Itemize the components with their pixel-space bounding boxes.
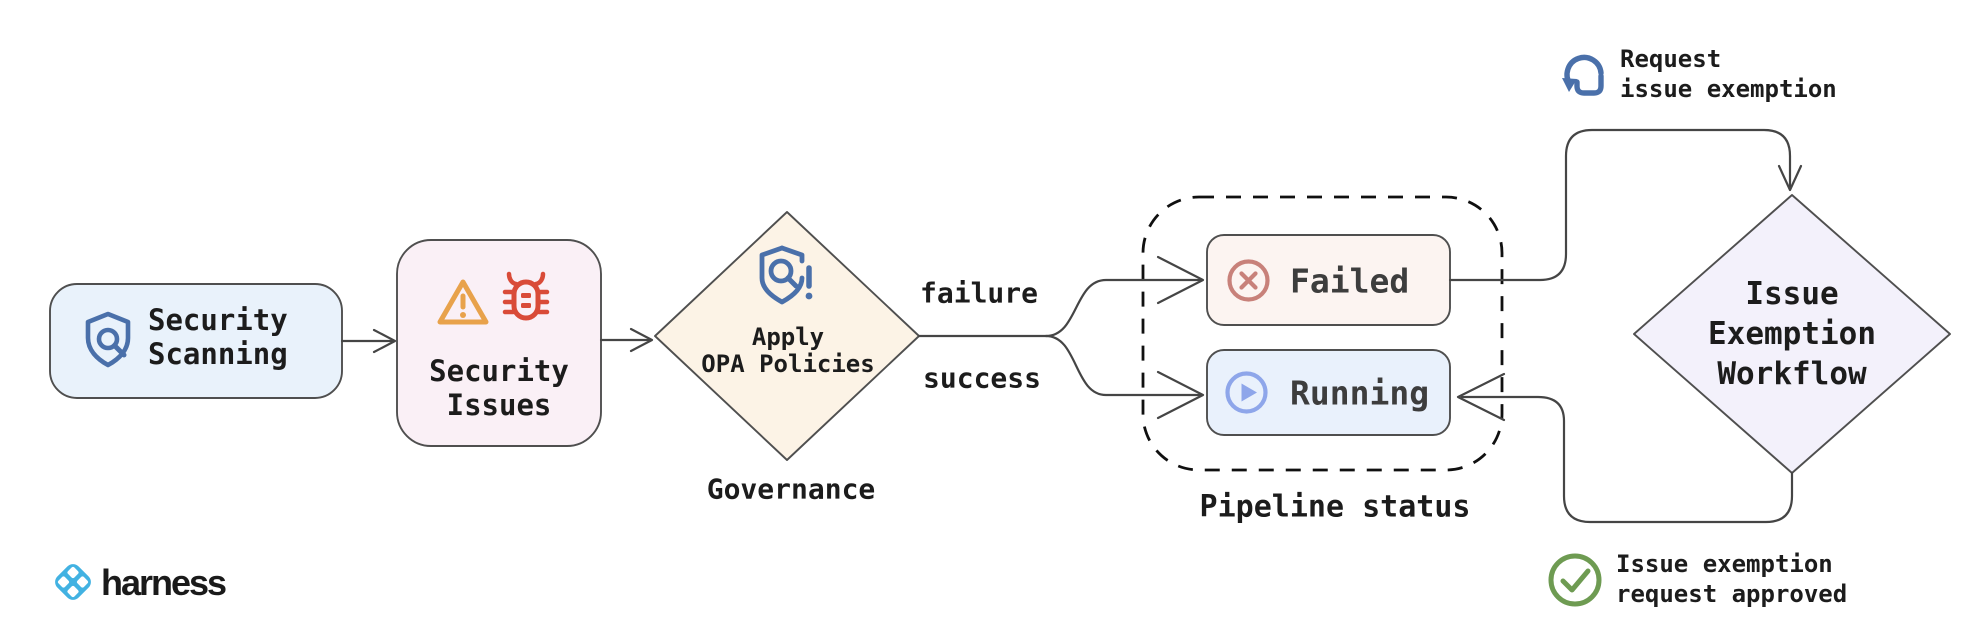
edge-success-branch <box>1044 334 1202 397</box>
bug-icon <box>502 271 550 321</box>
arrowhead-failure-branch <box>1156 255 1205 305</box>
security-scanning-label: Security Scanning <box>148 303 288 371</box>
pipeline-status-caption: Pipeline status <box>1199 489 1471 525</box>
edge-failed-to-exemption <box>1448 128 1792 282</box>
running-play-icon <box>1225 371 1268 414</box>
request-gesture-icon <box>1562 54 1604 96</box>
request-exemption-line1: Request <box>1620 45 1722 73</box>
security-issues-node <box>396 239 602 447</box>
harness-logo-icon <box>55 564 91 600</box>
warning-icon <box>437 279 489 325</box>
approved-note: Issue exemption request approved <box>1616 549 1847 609</box>
failed-label: Failed <box>1290 261 1410 301</box>
issue-exemption-diamond-node <box>1633 194 1951 474</box>
failed-x-icon <box>1227 259 1270 302</box>
pipeline-status-container <box>1141 195 1504 472</box>
approved-note-line2: request approved <box>1616 580 1848 608</box>
arrowhead-exemption-to-running <box>1456 372 1506 422</box>
approved-note-line1: Issue exemption <box>1616 550 1833 578</box>
running-label: Running <box>1290 373 1430 413</box>
running-status-node <box>1206 349 1451 436</box>
apply-opa-line2: OPA Policies <box>701 350 875 378</box>
security-issues-label: Security Issues <box>429 354 569 422</box>
failure-edge-label: failure <box>919 276 1039 310</box>
approved-check-icon <box>1548 553 1602 607</box>
request-exemption-note: Request issue exemption <box>1620 44 1837 104</box>
governance-caption: Governance <box>706 472 876 506</box>
harness-logo-text: harness <box>101 562 227 603</box>
security-scanning-line1: Security <box>148 303 288 337</box>
issue-exemption-label: Issue Exemption Workflow <box>1708 274 1876 394</box>
arrowhead-failed-to-exemption <box>1777 164 1803 192</box>
issue-exemption-line2: Exemption <box>1708 316 1876 352</box>
security-issues-line2: Issues <box>446 388 552 422</box>
arrowhead-success-branch <box>1156 370 1205 420</box>
edge-failure-branch <box>1044 278 1202 338</box>
shield-scan-icon <box>85 311 131 368</box>
security-scanning-line2: Scanning <box>148 337 288 371</box>
issue-exemption-line1: Issue <box>1745 276 1839 312</box>
edge-exemption-to-running <box>1460 395 1794 524</box>
apply-opa-line1: Apply <box>751 323 825 351</box>
success-edge-label: success <box>922 361 1042 395</box>
apply-opa-label: Apply OPA Policies <box>701 324 874 378</box>
arrowhead-scan-to-issues <box>372 328 397 354</box>
request-exemption-line2: issue exemption <box>1620 75 1837 103</box>
arrowhead-issues-to-governance <box>629 327 654 353</box>
security-issues-line1: Security <box>429 354 569 388</box>
issue-exemption-line3: Workflow <box>1717 356 1867 392</box>
shield-policy-alert-icon <box>759 245 813 305</box>
